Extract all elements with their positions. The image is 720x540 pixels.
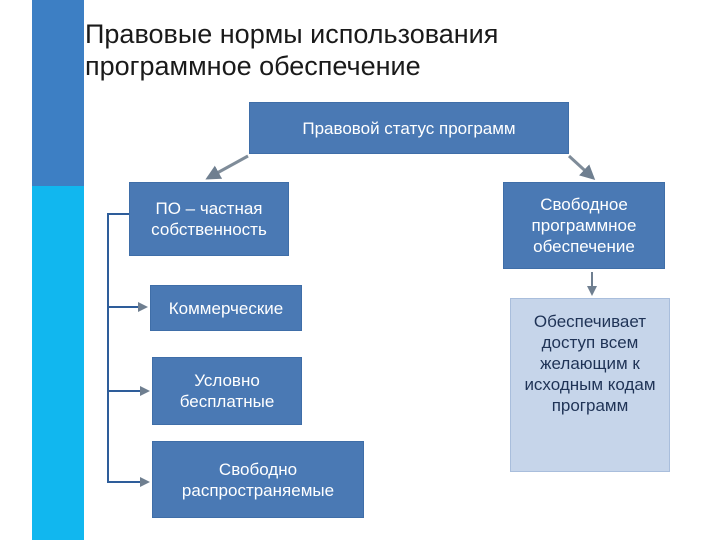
node-source-access: Обеспечивает доступ всем желающим к исхо…	[510, 298, 670, 472]
node-legal-status-label: Правовой статус программ	[302, 118, 516, 138]
node-commercial-label: Коммерческие	[168, 298, 284, 318]
node-legal-status: Правовой статус программ	[249, 102, 569, 154]
node-commercial: Коммерческие	[150, 285, 302, 331]
node-shareware-label: Условно бесплатные	[179, 371, 275, 411]
slide-title: Правовые нормы использования программное…	[85, 19, 499, 81]
node-free-software: Свободное программное обеспечение	[503, 182, 665, 269]
node-private-software: ПО – частная собственность	[129, 182, 289, 256]
node-freeware-label: Свободно распространяемые	[181, 459, 335, 500]
arrow-root-to-free	[567, 154, 596, 181]
node-private-software-label: ПО – частная собственность	[151, 199, 267, 239]
node-shareware: Условно бесплатные	[152, 357, 302, 425]
accent-strip-bottom	[32, 186, 84, 540]
accent-strip-top	[32, 0, 84, 186]
arrow-root-to-private	[205, 154, 249, 180]
node-freeware: Свободно распространяемые	[152, 441, 364, 518]
node-source-access-label: Обеспечивает доступ всем желающим к исхо…	[524, 312, 656, 415]
node-free-software-label: Свободное программное обеспечение	[531, 195, 637, 256]
